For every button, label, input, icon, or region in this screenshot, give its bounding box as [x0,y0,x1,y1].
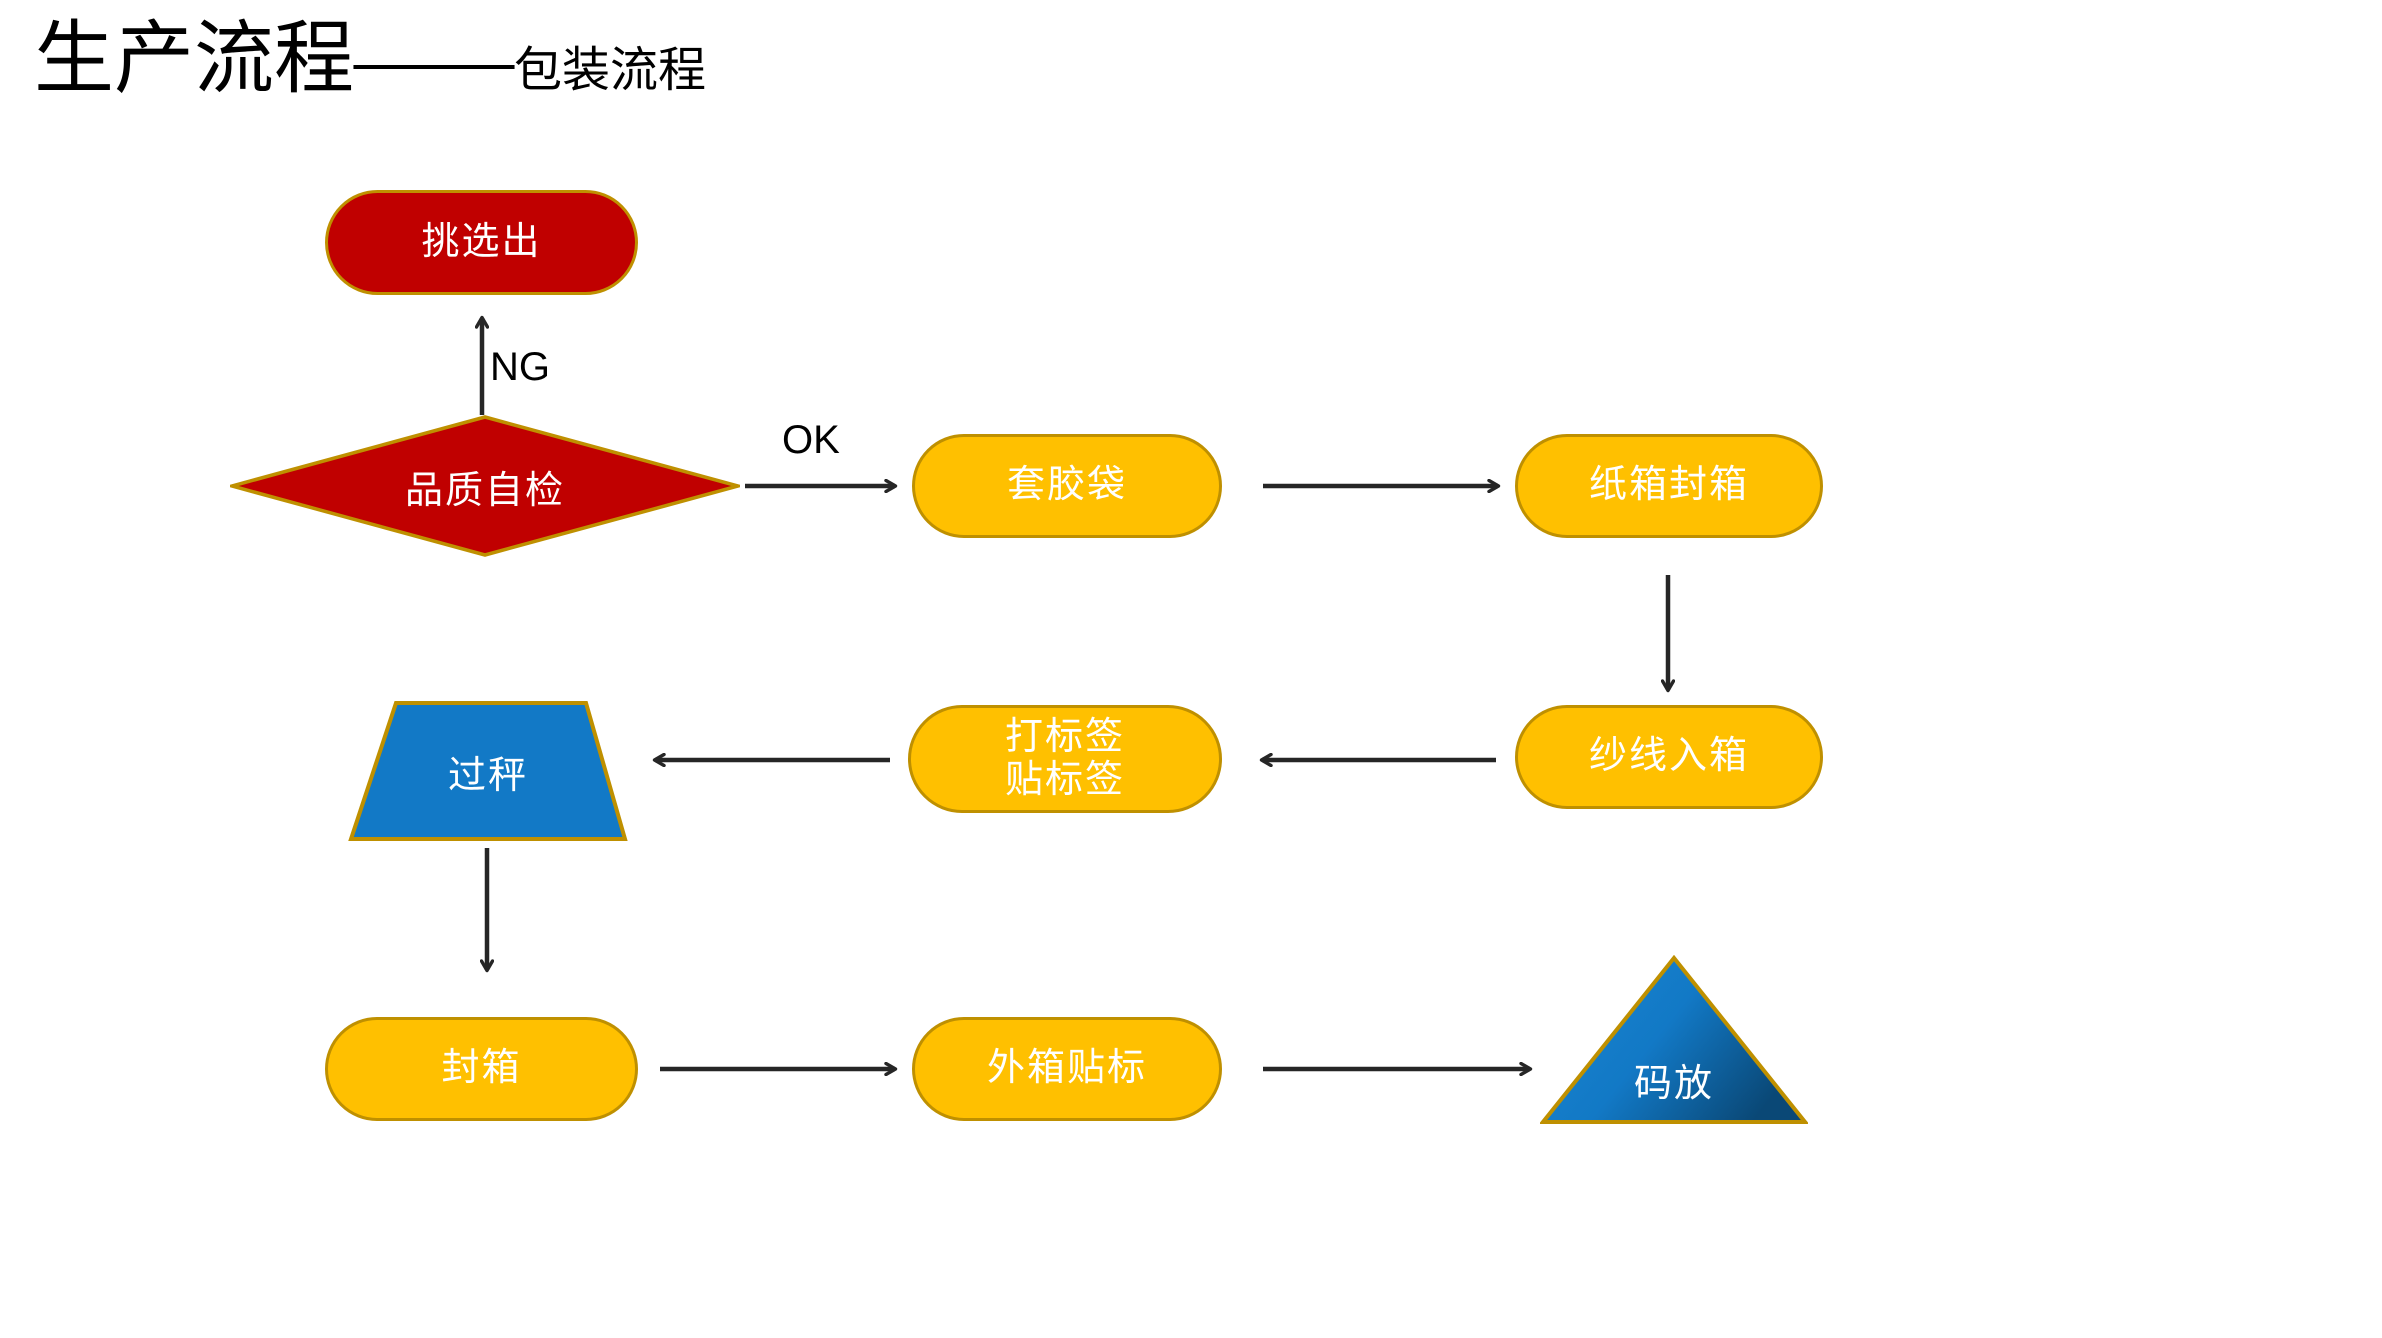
triangle-shape [1540,955,1808,1124]
node-outer-label[interactable]: 外箱贴标 [912,1017,1222,1121]
node-quality-check[interactable]: 品质自检 [230,415,740,557]
edge-label-ok: OK [782,418,840,462]
node-carton-seal-label: 纸箱封箱 [1588,464,1749,507]
node-reject[interactable]: 挑选出 [325,190,638,295]
node-outer-label-label: 外箱贴标 [986,1047,1147,1090]
node-yarn-in-box[interactable]: 纱线入箱 [1515,705,1823,809]
node-stacking[interactable]: 码放 [1540,955,1808,1125]
trapezoid-shape [348,701,628,841]
node-sealing[interactable]: 封箱 [325,1017,638,1121]
node-sealing-label: 封箱 [441,1047,522,1090]
edge-label-ng: NG [490,345,550,389]
node-stacking-label: 码放 [1633,1063,1714,1105]
node-bagging-label: 套胶袋 [1006,464,1127,507]
node-labeling-label-line2: 贴标签 [1004,759,1125,801]
diamond-shape [230,415,740,557]
node-labeling-label-line1: 打标签 [1004,716,1125,759]
node-quality-check-label: 品质自检 [404,469,565,512]
node-yarn-in-box-label: 纱线入箱 [1588,735,1749,778]
node-weighing-label: 过秤 [447,754,528,797]
node-weighing[interactable]: 过秤 [348,700,628,842]
node-labeling[interactable]: 打标签 贴标签 [908,705,1222,813]
node-reject-label: 挑选出 [421,220,542,263]
node-carton-seal[interactable]: 纸箱封箱 [1515,434,1823,538]
page-title-sub: 包装流程 [514,44,707,97]
page-title: 生产流程——包装流程 [34,20,706,100]
node-bagging[interactable]: 套胶袋 [912,434,1222,538]
page-title-dash: —— [354,16,514,104]
page-title-main: 生产流程 [34,16,354,104]
